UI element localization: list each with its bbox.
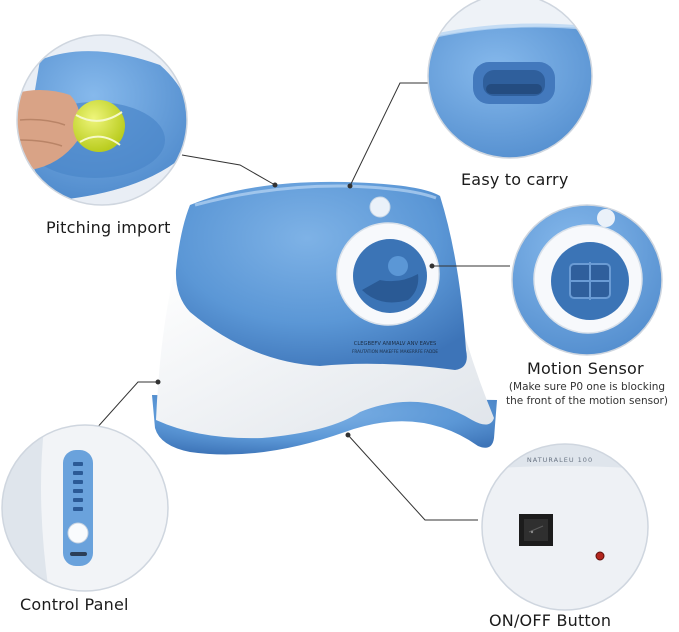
detail-circle-power: NATURALEU 100	[481, 443, 649, 611]
label-control-panel: Control Panel	[20, 595, 129, 614]
panel-engraving: NATURALEU 100	[527, 456, 593, 464]
power-indicator-light	[595, 551, 605, 561]
label-on-off-button: ON/OFF Button	[489, 611, 612, 630]
ball-launcher-machine: CLEGBEFV ANIMALV ANV EAVES FRAUTATION MA…	[152, 181, 497, 455]
machine-warning-line-1: CLEGBEFV ANIMALV ANV EAVES	[354, 341, 437, 347]
detail-circle-carry	[427, 0, 593, 159]
control-button[interactable]	[67, 522, 89, 544]
leader-line-control	[94, 381, 158, 431]
top-indicator-light	[369, 196, 391, 218]
detail-circle-motion-sensor	[511, 204, 663, 356]
label-easy-to-carry: Easy to carry	[461, 170, 569, 189]
leader-lines	[94, 82, 510, 521]
speed-indicator-leds	[73, 462, 83, 511]
detail-circle-pitching	[16, 34, 188, 206]
leader-line-power	[347, 434, 478, 521]
charging-port	[70, 552, 87, 556]
label-pitching-import: Pitching import	[46, 218, 171, 237]
label-motion-sensor: Motion Sensor	[527, 359, 644, 378]
motion-sensor-note-line-2: the front of the motion sensor)	[506, 395, 668, 407]
hand-image	[17, 90, 81, 170]
leader-line-carry	[349, 82, 433, 187]
detail-circle-control-panel	[1, 424, 169, 592]
machine-warning-line-2: FRAUTATION MAKEFFE MAKERRFE FADDE	[352, 349, 438, 354]
motion-sensor-note-line-1: (Make sure P0 one is blocking	[508, 381, 666, 393]
leader-line-pitching	[181, 154, 276, 186]
sensor-eye	[597, 209, 615, 227]
